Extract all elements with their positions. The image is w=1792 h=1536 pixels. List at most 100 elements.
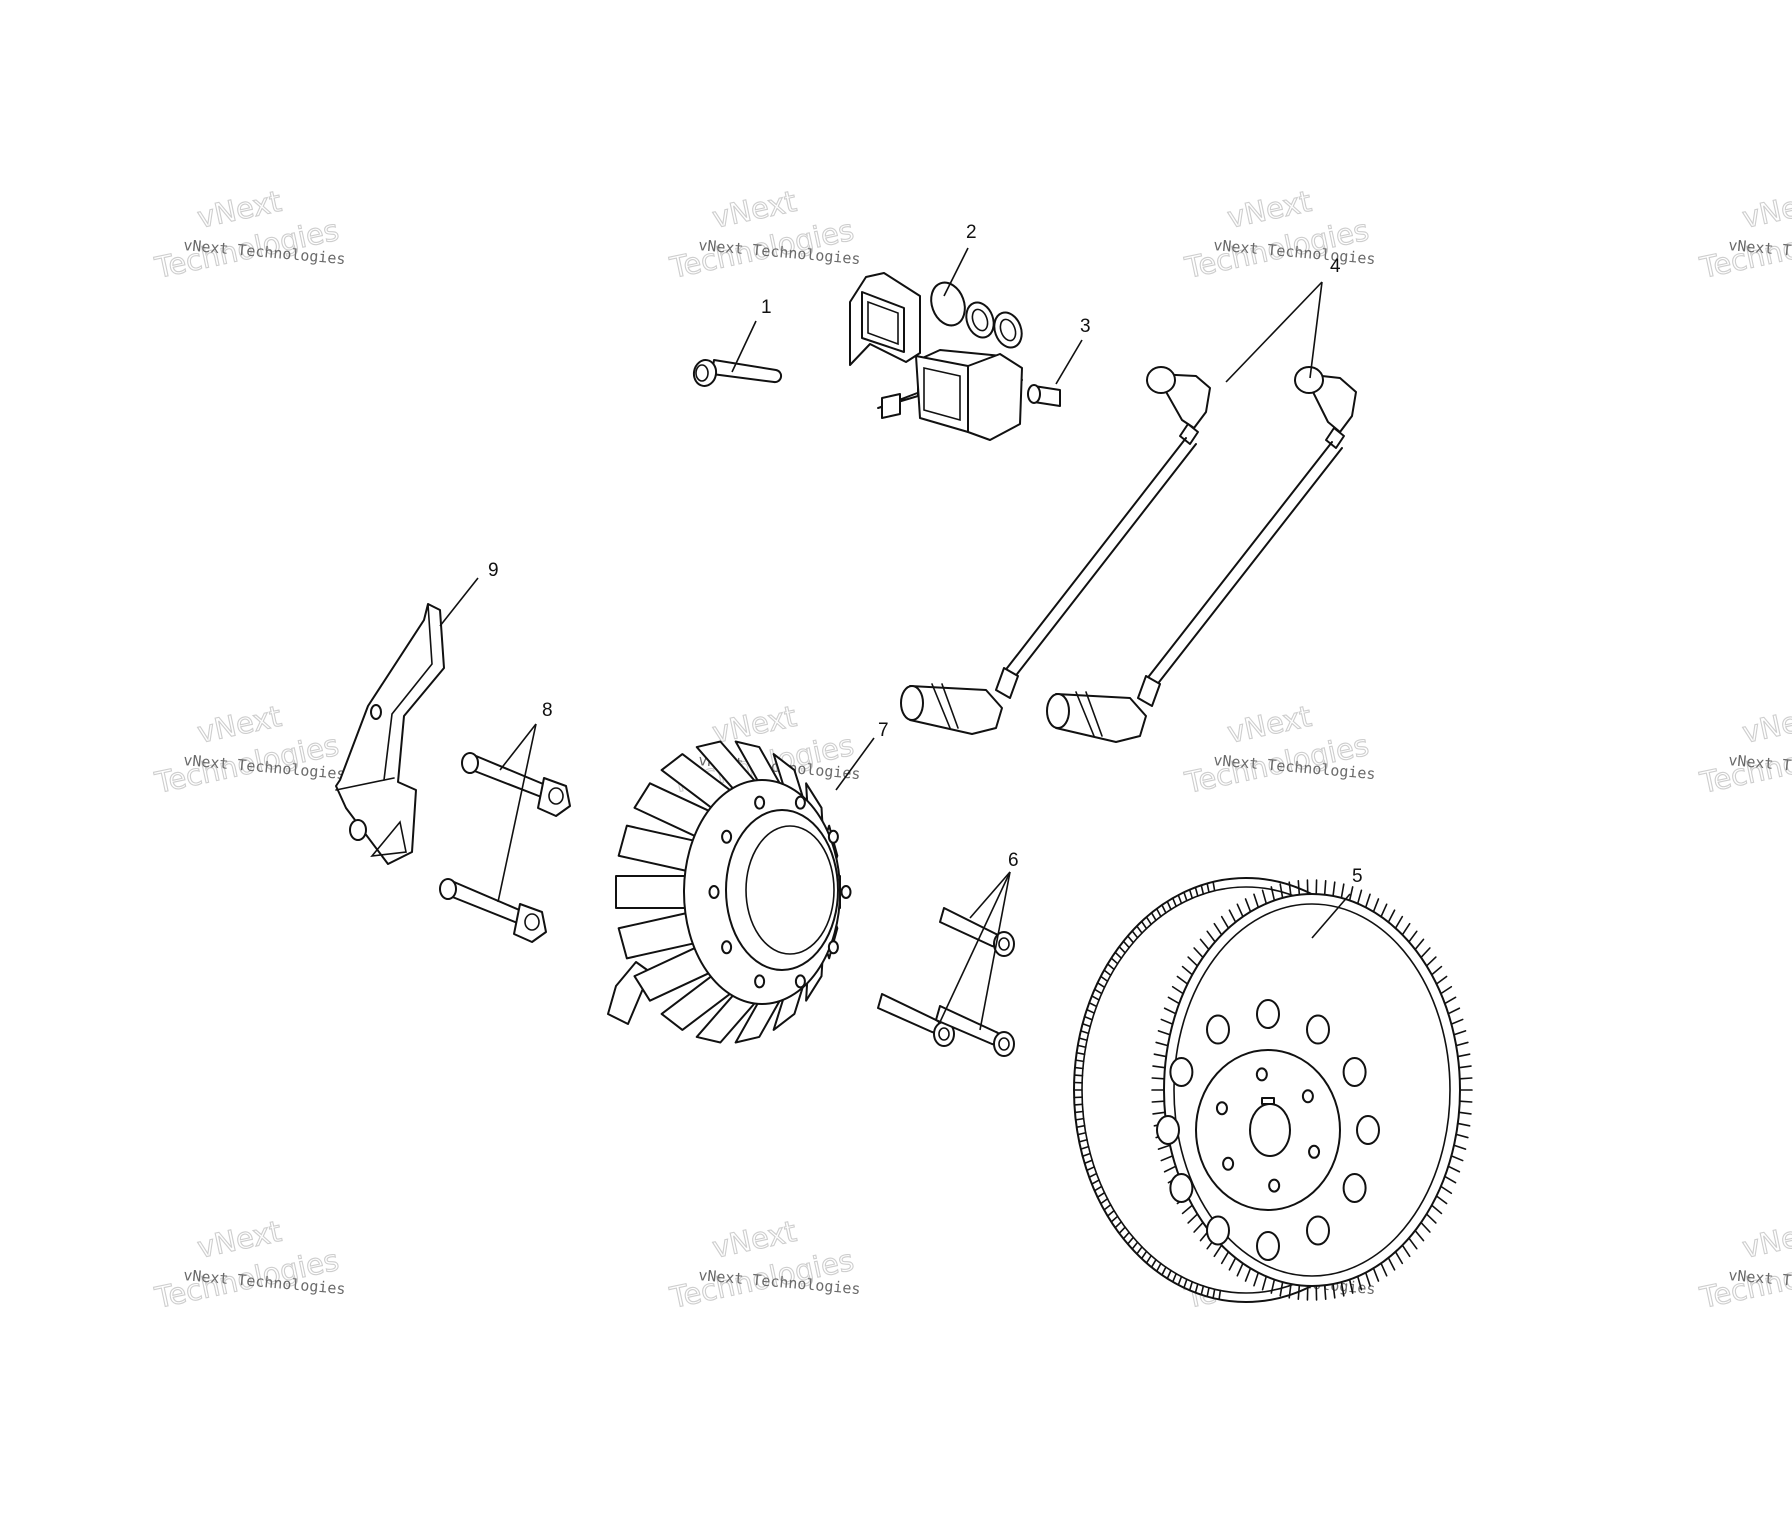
flywheel-hole xyxy=(1342,1173,1367,1203)
gear-tooth-rear xyxy=(1114,951,1123,959)
gear-tooth xyxy=(1236,903,1244,918)
gear-tooth xyxy=(1228,909,1237,923)
gear-tooth-rear xyxy=(1177,894,1183,905)
gear-tooth-rear xyxy=(1171,897,1177,908)
leader-4b xyxy=(1309,281,1323,379)
gear-tooth-rear xyxy=(1140,920,1148,930)
gear-tooth xyxy=(1356,889,1363,905)
part-3-sleeve xyxy=(1027,384,1061,407)
part-5-flywheel xyxy=(1073,877,1473,1303)
gear-tooth xyxy=(1380,1262,1388,1277)
part-4-spark-plug-wire-left xyxy=(900,366,1211,735)
gear-tooth-rear xyxy=(1122,940,1130,949)
stator-hole xyxy=(827,940,839,955)
gear-tooth xyxy=(1435,975,1448,985)
gear-tooth-rear xyxy=(1099,1197,1109,1205)
leader-8a xyxy=(499,723,537,771)
gear-tooth xyxy=(1420,947,1431,959)
gear-tooth-rear xyxy=(1183,1278,1188,1289)
gear-tooth-rear xyxy=(1166,900,1172,911)
gear-tooth xyxy=(1153,1053,1167,1058)
gear-tooth-rear xyxy=(1093,1185,1103,1192)
gear-tooth xyxy=(1279,1281,1284,1297)
gear-tooth-rear xyxy=(1171,1272,1177,1283)
gear-tooth-rear xyxy=(1103,1203,1112,1211)
gear-tooth-rear xyxy=(1131,930,1139,939)
gear-tooth-rear xyxy=(1194,1283,1199,1294)
gear-tooth xyxy=(1447,1165,1461,1173)
gear-tooth-rear xyxy=(1188,1280,1194,1292)
gear-tooth xyxy=(1455,1041,1469,1047)
gear-tooth xyxy=(1394,915,1404,930)
gear-tooth xyxy=(1157,1144,1171,1150)
gear-tooth-rear xyxy=(1073,1103,1084,1106)
callout-3: 3 xyxy=(1080,316,1091,337)
gear-tooth-rear xyxy=(1075,1051,1086,1056)
gear-tooth xyxy=(1356,1275,1363,1291)
flywheel-hole xyxy=(1169,1173,1194,1203)
gear-tooth xyxy=(1387,1257,1396,1271)
gear-tooth xyxy=(1364,1271,1371,1287)
gear-tooth-rear xyxy=(1118,945,1126,954)
gear-tooth xyxy=(1414,938,1425,951)
stator-hole xyxy=(794,795,806,810)
gear-tooth-rear xyxy=(1218,1289,1222,1301)
gear-tooth xyxy=(1279,883,1284,899)
gear-tooth xyxy=(1244,898,1252,913)
gear-tooth-rear xyxy=(1166,1269,1172,1280)
gear-tooth xyxy=(1348,1278,1354,1294)
flywheel-bolt-hole xyxy=(1308,1144,1321,1159)
gear-tooth xyxy=(1288,1283,1292,1299)
flywheel-hole xyxy=(1306,1014,1330,1045)
gear-tooth-rear xyxy=(1136,925,1143,934)
gear-tooth-rear xyxy=(1161,1266,1167,1276)
gear-tooth xyxy=(1270,886,1276,902)
gear-tooth-rear xyxy=(1177,1275,1183,1286)
gear-tooth xyxy=(1152,1111,1166,1115)
gear-tooth xyxy=(1420,1221,1431,1233)
gear-tooth xyxy=(1297,879,1301,896)
gear-tooth xyxy=(1288,881,1292,897)
gear-tooth-rear xyxy=(1075,1124,1086,1129)
gear-tooth xyxy=(1435,1195,1448,1205)
callout-8: 8 xyxy=(542,700,553,721)
gear-tooth xyxy=(1176,975,1189,985)
leader-4a xyxy=(1225,281,1323,383)
gear-tooth-rear xyxy=(1110,1215,1119,1223)
gear-tooth xyxy=(1171,985,1184,995)
gear-tooth xyxy=(1380,903,1388,918)
leader-3 xyxy=(1055,339,1083,385)
gear-tooth xyxy=(1187,1213,1199,1224)
stator-hole xyxy=(721,940,733,955)
gear-tooth-rear xyxy=(1194,886,1199,897)
flywheel-hole xyxy=(1156,1115,1180,1145)
leader-8b xyxy=(497,723,537,903)
stator-hole xyxy=(754,795,766,810)
gear-tooth-rear xyxy=(1126,1236,1135,1245)
leader-6b xyxy=(939,871,1011,1023)
watermark-big-top: vNext xyxy=(1739,1214,1792,1265)
gear-tooth xyxy=(1151,1100,1166,1103)
gear-tooth xyxy=(1447,1007,1461,1015)
gear-tooth-rear xyxy=(1078,1138,1088,1143)
flywheel-hole xyxy=(1306,1215,1330,1246)
gear-tooth xyxy=(1163,1007,1177,1015)
gear-tooth xyxy=(1408,1237,1418,1250)
callout-7: 7 xyxy=(878,720,889,741)
gear-tooth xyxy=(1444,996,1457,1005)
gear-tooth-rear xyxy=(1099,975,1109,983)
gear-tooth xyxy=(1457,1122,1471,1127)
gear-tooth-rear xyxy=(1136,1246,1143,1255)
flywheel-bolt-hole xyxy=(1255,1067,1268,1082)
flywheel-holes xyxy=(1156,999,1380,1261)
gear-tooth xyxy=(1387,909,1396,923)
gear-tooth xyxy=(1372,1267,1380,1282)
stator-pole xyxy=(615,875,693,909)
gear-tooth xyxy=(1332,1283,1336,1299)
